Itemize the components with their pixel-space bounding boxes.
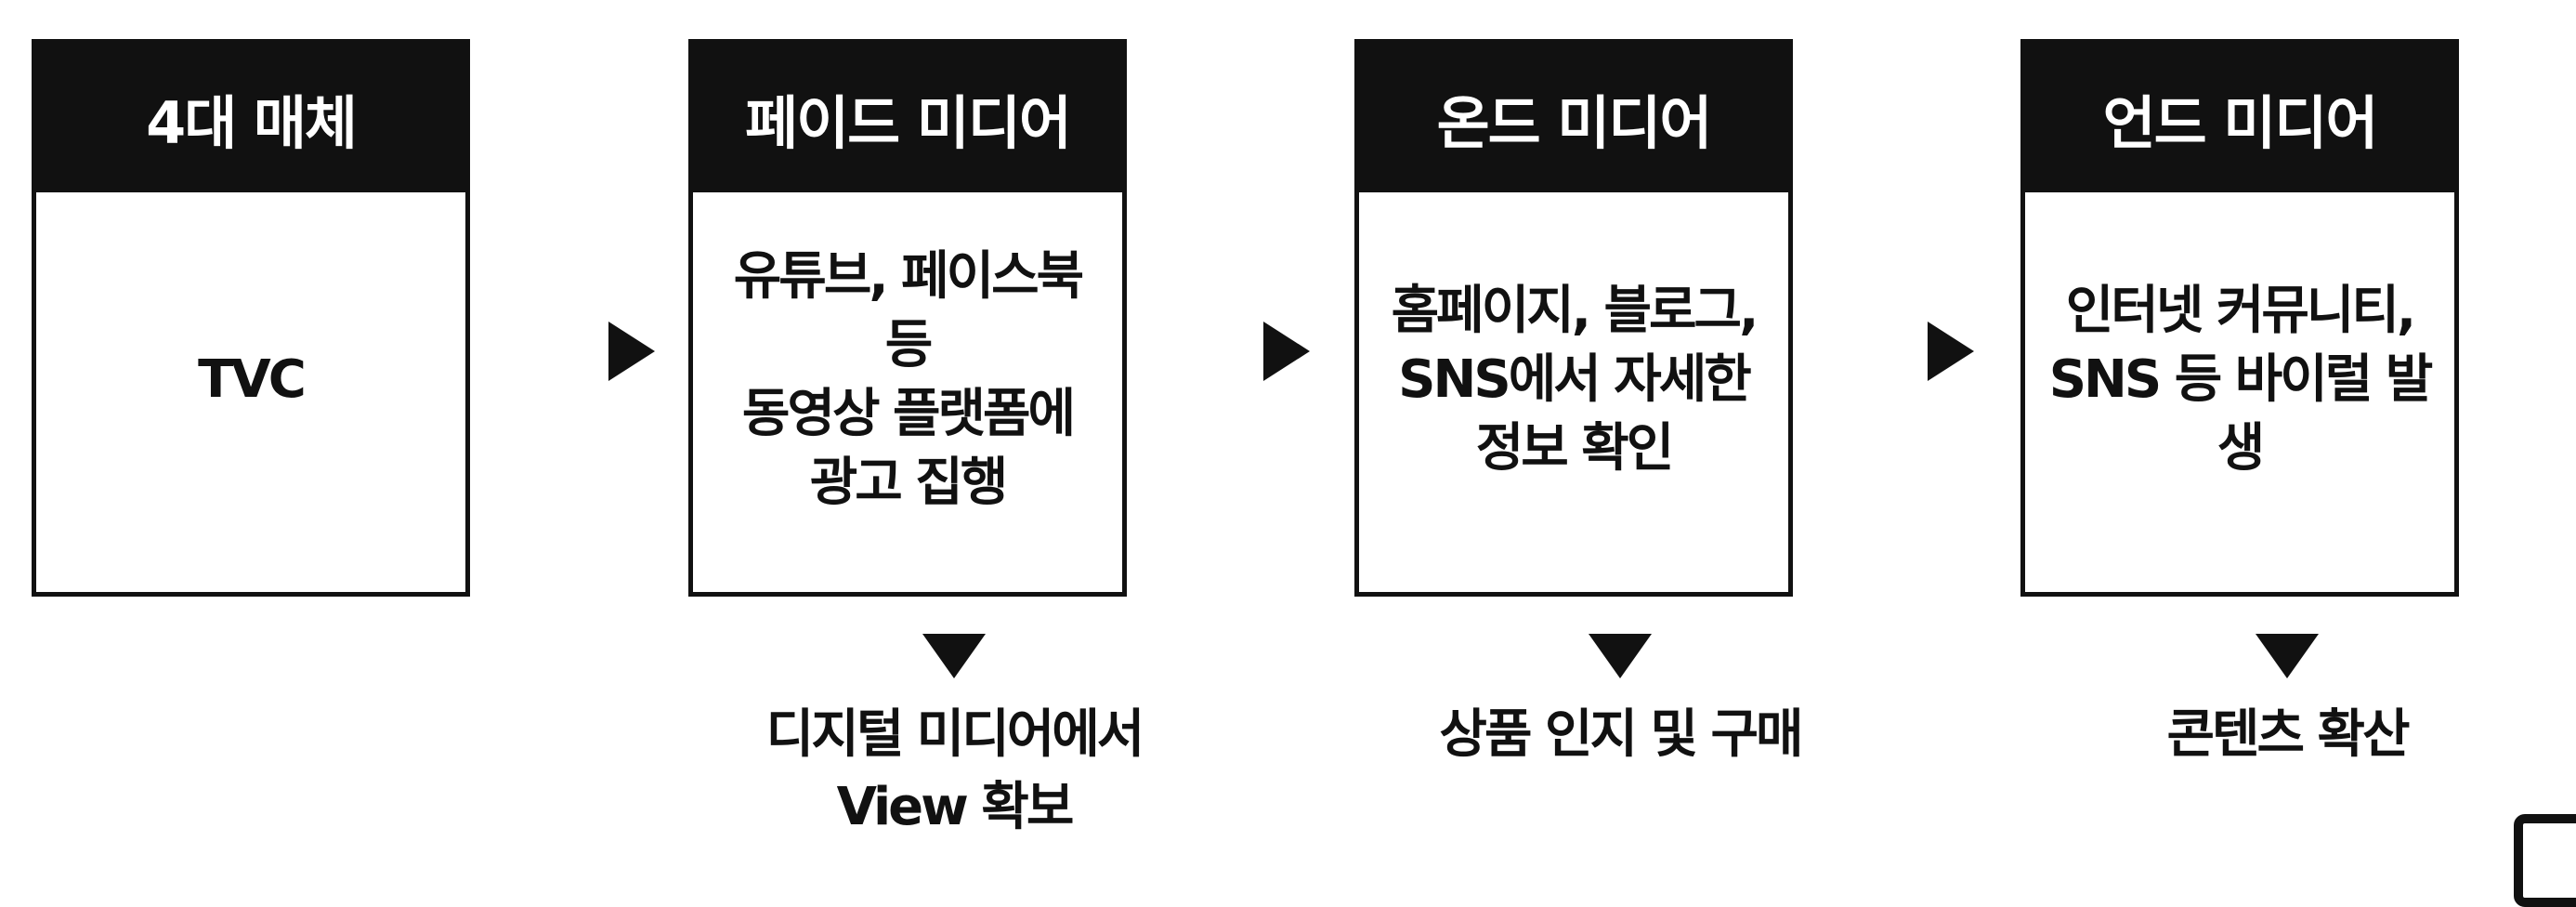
- stage-box-4-major-media: 4대 매체 TVC: [32, 39, 470, 597]
- stage-description: 인터넷 커뮤니티, SNS 등 바이럴 발생: [2048, 281, 2434, 479]
- stage-title: 온드 미디어: [1359, 44, 1788, 192]
- result-paid-media: 디지털 미디어에서 View 확보: [765, 704, 1145, 837]
- stage-body: TVC: [36, 192, 465, 592]
- stage-body: 홈페이지, 블로그, SNS에서 자세한 정보 확인: [1359, 192, 1788, 592]
- arrow-down-icon: [2256, 634, 2319, 678]
- stage-box-owned-media: 온드 미디어 홈페이지, 블로그, SNS에서 자세한 정보 확인: [1354, 39, 1793, 597]
- arrow-right-icon: [1263, 322, 1310, 381]
- stage-body: 인터넷 커뮤니티, SNS 등 바이럴 발생: [2025, 192, 2454, 592]
- arrow-right-icon: [608, 322, 655, 381]
- corner-frame-fragment: [2514, 814, 2576, 907]
- stage-title: 페이드 미디어: [693, 44, 1122, 192]
- stage-box-paid-media: 페이드 미디어 유튜브, 페이스북 등 동영상 플랫폼에 광고 집행: [688, 39, 1127, 597]
- stage-title: 언드 미디어: [2025, 44, 2454, 192]
- arrow-down-icon: [1589, 634, 1652, 678]
- media-flow-diagram: 4대 매체 TVC 페이드 미디어 유튜브, 페이스북 등 동영상 플랫폼에 광…: [32, 39, 2576, 907]
- arrow-down-icon: [922, 634, 986, 678]
- stage-title: 4대 매체: [36, 44, 465, 192]
- result-earned-media: 콘텐츠 확산: [2166, 704, 2410, 765]
- arrow-right-icon: [1928, 322, 1974, 381]
- stage-description: 유튜브, 페이스북 등 동영상 플랫폼에 광고 집행: [733, 246, 1084, 513]
- stage-body: 유튜브, 페이스북 등 동영상 플랫폼에 광고 집행: [693, 192, 1122, 592]
- stage-description: TVC: [198, 349, 307, 410]
- stage-description: 홈페이지, 블로그, SNS에서 자세한 정보 확인: [1391, 281, 1759, 479]
- stage-box-earned-media: 언드 미디어 인터넷 커뮤니티, SNS 등 바이럴 발생: [2020, 39, 2459, 597]
- result-owned-media: 상품 인지 및 구매: [1439, 704, 1803, 765]
